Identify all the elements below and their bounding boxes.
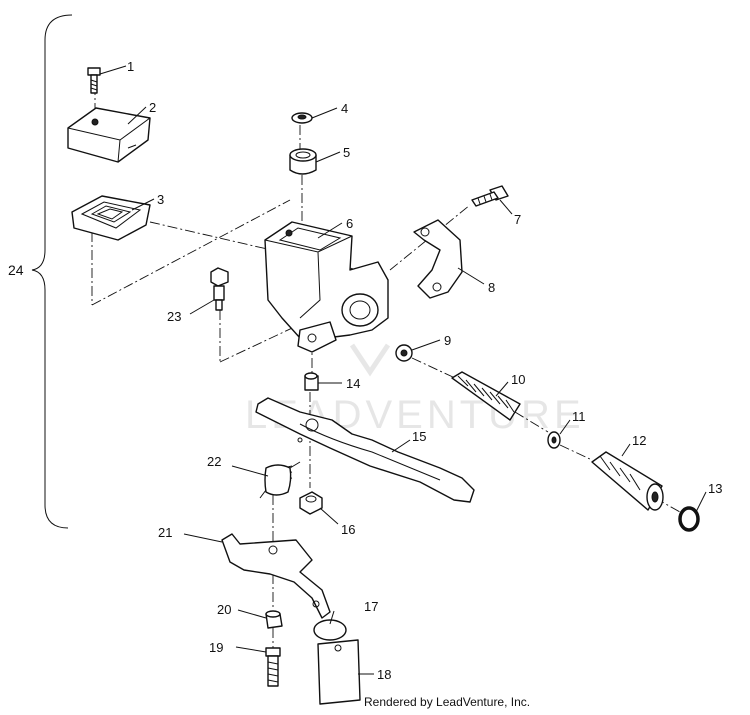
callout-16: 16 [341, 522, 355, 537]
guide-lines [91, 85, 681, 648]
part-bolt-clamp [471, 185, 509, 207]
part-tag-ring [313, 619, 347, 641]
callout-11: 11 [572, 409, 586, 424]
part-nut-small [304, 372, 319, 391]
callout-17: 17 [364, 599, 378, 614]
callout-15: 15 [412, 429, 426, 444]
leader-lines [99, 65, 707, 675]
part-torsion-spring [259, 461, 301, 499]
assembly-bracket [31, 14, 73, 529]
part-screw-bracket [265, 647, 281, 687]
callout-20: 20 [217, 602, 231, 617]
callout-1: 1 [127, 59, 134, 74]
callout-21: 21 [158, 525, 172, 540]
callout-14: 14 [346, 376, 360, 391]
callout-18: 18 [377, 667, 391, 682]
part-brake-lever [255, 397, 475, 503]
part-switch-bracket [221, 533, 331, 619]
callout-23: 23 [167, 309, 181, 324]
callout-8: 8 [488, 280, 495, 295]
callout-19: 19 [209, 640, 223, 655]
credit-text: Rendered by LeadVenture, Inc. [364, 695, 531, 709]
callout-2: 2 [149, 100, 156, 115]
part-bolt-pivot [210, 267, 229, 311]
part-piston [591, 451, 664, 511]
callout-3: 3 [157, 192, 164, 207]
callout-6: 6 [346, 216, 353, 231]
part-tag [317, 639, 361, 705]
part-spring [451, 371, 521, 421]
callout-24: 24 [8, 262, 24, 278]
part-diaphragm [71, 195, 151, 241]
part-screw [87, 67, 101, 94]
part-washer-pivot [395, 344, 413, 362]
part-bushing [289, 148, 317, 175]
callout-9: 9 [444, 333, 451, 348]
part-reservoir-cap [67, 107, 151, 163]
part-clamp [413, 219, 463, 299]
watermark-logo [349, 343, 391, 377]
callout-numbers: 1 2 3 4 5 6 7 8 9 10 11 12 13 14 15 16 1… [8, 59, 722, 682]
callout-7: 7 [514, 212, 521, 227]
callout-5: 5 [343, 145, 350, 160]
callout-10: 10 [511, 372, 525, 387]
callout-4: 4 [341, 101, 348, 116]
part-washer-piston [547, 431, 561, 449]
part-nut-bracket [265, 610, 283, 629]
part-master-cylinder [264, 221, 389, 353]
callout-13: 13 [708, 481, 722, 496]
part-nut-pivot [299, 491, 323, 515]
callout-22: 22 [207, 454, 221, 469]
part-o-ring [678, 506, 700, 532]
part-washer-top [291, 112, 313, 124]
callout-12: 12 [632, 433, 646, 448]
